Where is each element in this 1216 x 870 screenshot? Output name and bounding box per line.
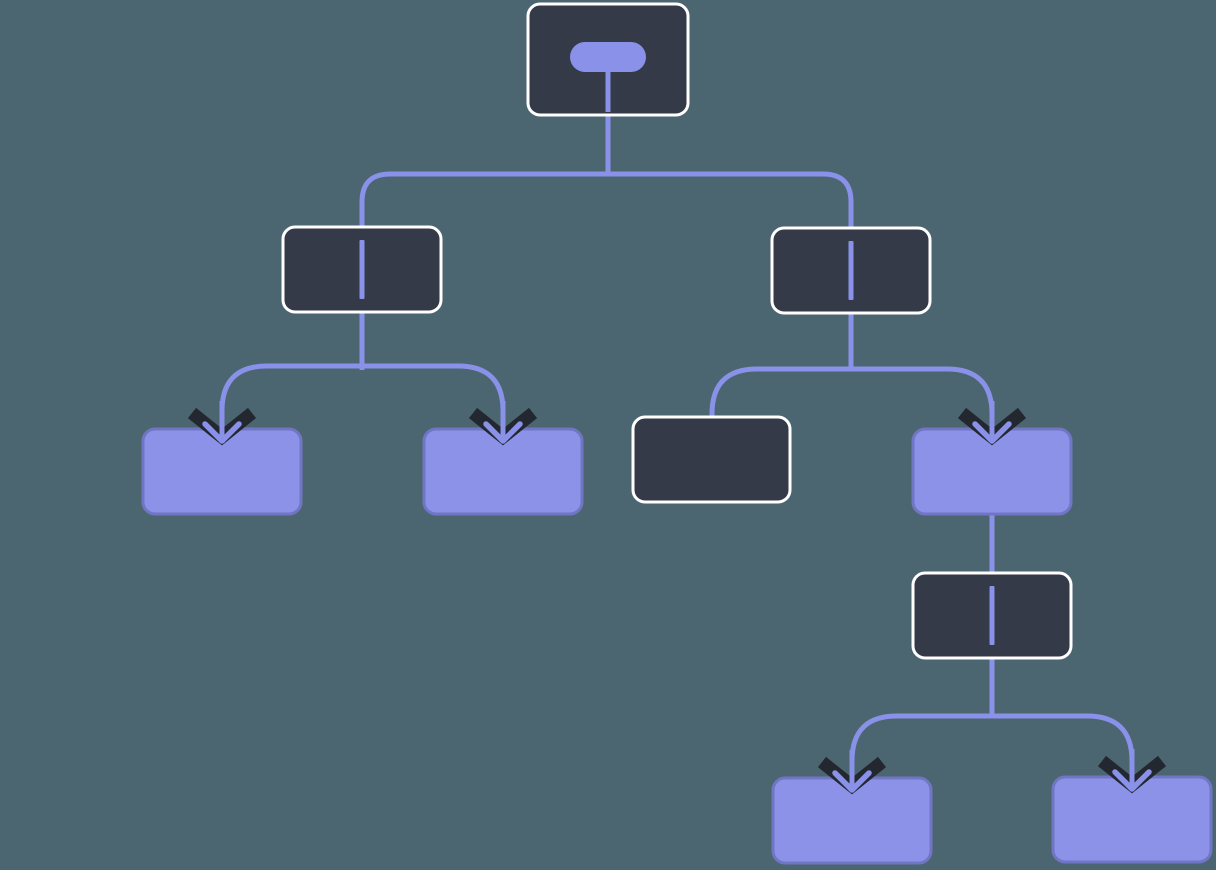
arrowhead-leaf-5 [1097,749,1167,794]
collapsed-bar-indicator [989,586,995,645]
arrow-chevron-icon [1112,769,1152,792]
node-branch-left[interactable] [281,225,443,314]
arrowhead-leaf-2 [468,401,538,446]
collapsed-bar-indicator [848,241,854,300]
node-root[interactable] [526,2,690,117]
arrowhead-leaf-1 [187,401,257,446]
edge-left-bracket [219,363,506,431]
arrow-chevron-icon [202,421,242,444]
node-dark-leaf[interactable] [631,415,792,504]
root-pill-stem [605,70,611,112]
arrowhead-leaf-4 [817,750,887,795]
root-pill-indicator [570,42,646,72]
edge-right-bracket [709,366,995,431]
arrow-chevron-icon [832,770,872,793]
node-branch-mid[interactable] [911,571,1073,660]
node-branch-right[interactable] [770,226,932,315]
collapsed-bar-indicator [359,240,365,299]
edge-bottom-bracket [849,713,1135,781]
arrowhead-leaf-3 [957,401,1027,446]
arrow-chevron-icon [483,421,523,444]
edge-top-bracket [359,171,854,230]
dark-node-box [631,415,792,504]
arrow-chevron-icon [972,421,1012,444]
